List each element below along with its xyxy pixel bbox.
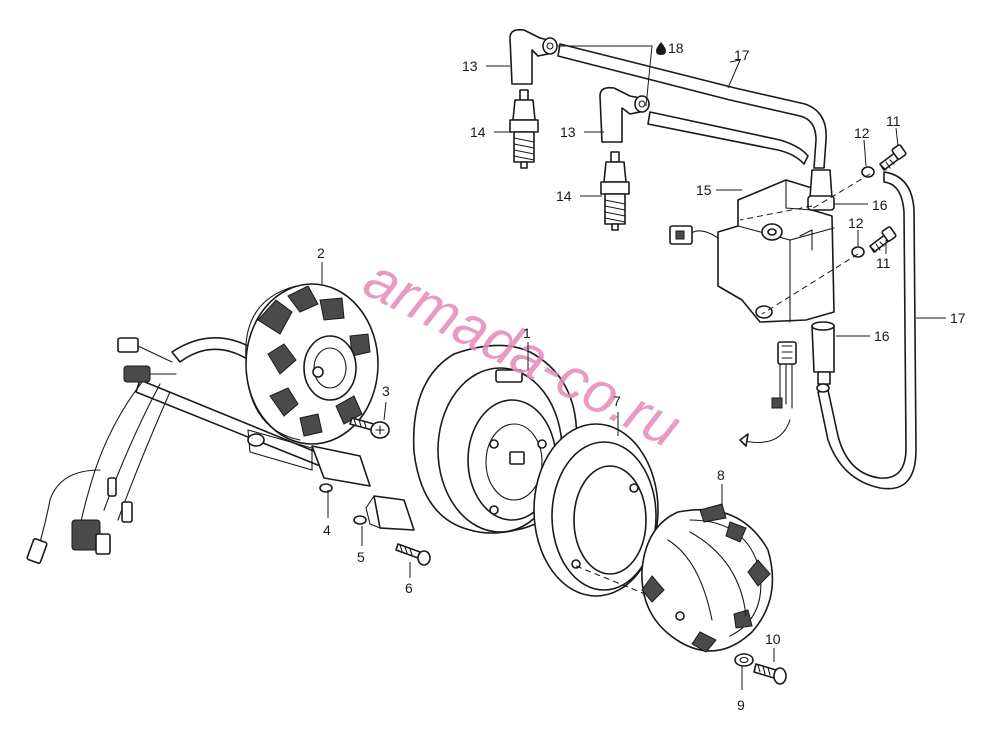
callout-16-upper: 16 <box>872 197 888 213</box>
spark-plug-cap-lower <box>599 86 650 143</box>
callouts: 13 14 13 14 18 17 15 16 12 11 12 11 <box>317 40 966 713</box>
cup-bolt <box>753 663 787 685</box>
callout-16-lower: 16 <box>874 328 890 344</box>
callout-1: 1 <box>523 325 531 341</box>
callout-7: 7 <box>613 393 621 409</box>
starter-cup <box>641 503 774 653</box>
ignition-lead-upper <box>557 43 827 169</box>
callout-3: 3 <box>382 383 390 399</box>
spark-plug-upper <box>509 89 539 169</box>
callout-6: 6 <box>405 580 413 596</box>
coil-bolt-lower <box>851 226 897 258</box>
callout-14-upper: 14 <box>470 124 486 140</box>
stator-screw <box>349 417 390 439</box>
coil-bolt-upper <box>861 144 907 178</box>
pickup-bolt <box>395 543 431 566</box>
spark-plug-cap-upper <box>509 28 558 85</box>
flywheel-ring <box>533 423 659 597</box>
callout-11-lower: 11 <box>876 255 891 271</box>
callout-8: 8 <box>717 467 725 483</box>
callout-15: 15 <box>696 182 712 198</box>
callout-2: 2 <box>317 245 325 261</box>
callout-10: 10 <box>765 631 781 647</box>
callout-4: 4 <box>323 522 331 538</box>
assembly-line-connector <box>739 205 813 221</box>
stator-harness <box>26 336 415 564</box>
callout-11-upper: 11 <box>886 113 901 129</box>
coil-wire-connector <box>739 341 797 447</box>
stator <box>245 283 379 445</box>
assembly-line-upper <box>809 173 871 211</box>
callout-13-upper: 13 <box>462 58 478 74</box>
grease-drop-icon <box>656 42 666 55</box>
ignition-coil <box>669 169 835 393</box>
callout-17-right: 17 <box>950 310 966 326</box>
callout-12-lower: 12 <box>848 215 864 231</box>
assembly-line-lower <box>761 253 859 315</box>
callout-17-upper: 17 <box>734 47 750 63</box>
cup-washer <box>734 653 754 667</box>
callout-14-lower: 14 <box>556 188 572 204</box>
callout-9: 9 <box>737 697 745 713</box>
callout-12-upper: 12 <box>854 125 870 141</box>
callout-13-lower: 13 <box>560 124 576 140</box>
callout-5: 5 <box>357 549 365 565</box>
spark-plug-lower <box>600 151 630 231</box>
callout-18: 18 <box>668 40 684 56</box>
